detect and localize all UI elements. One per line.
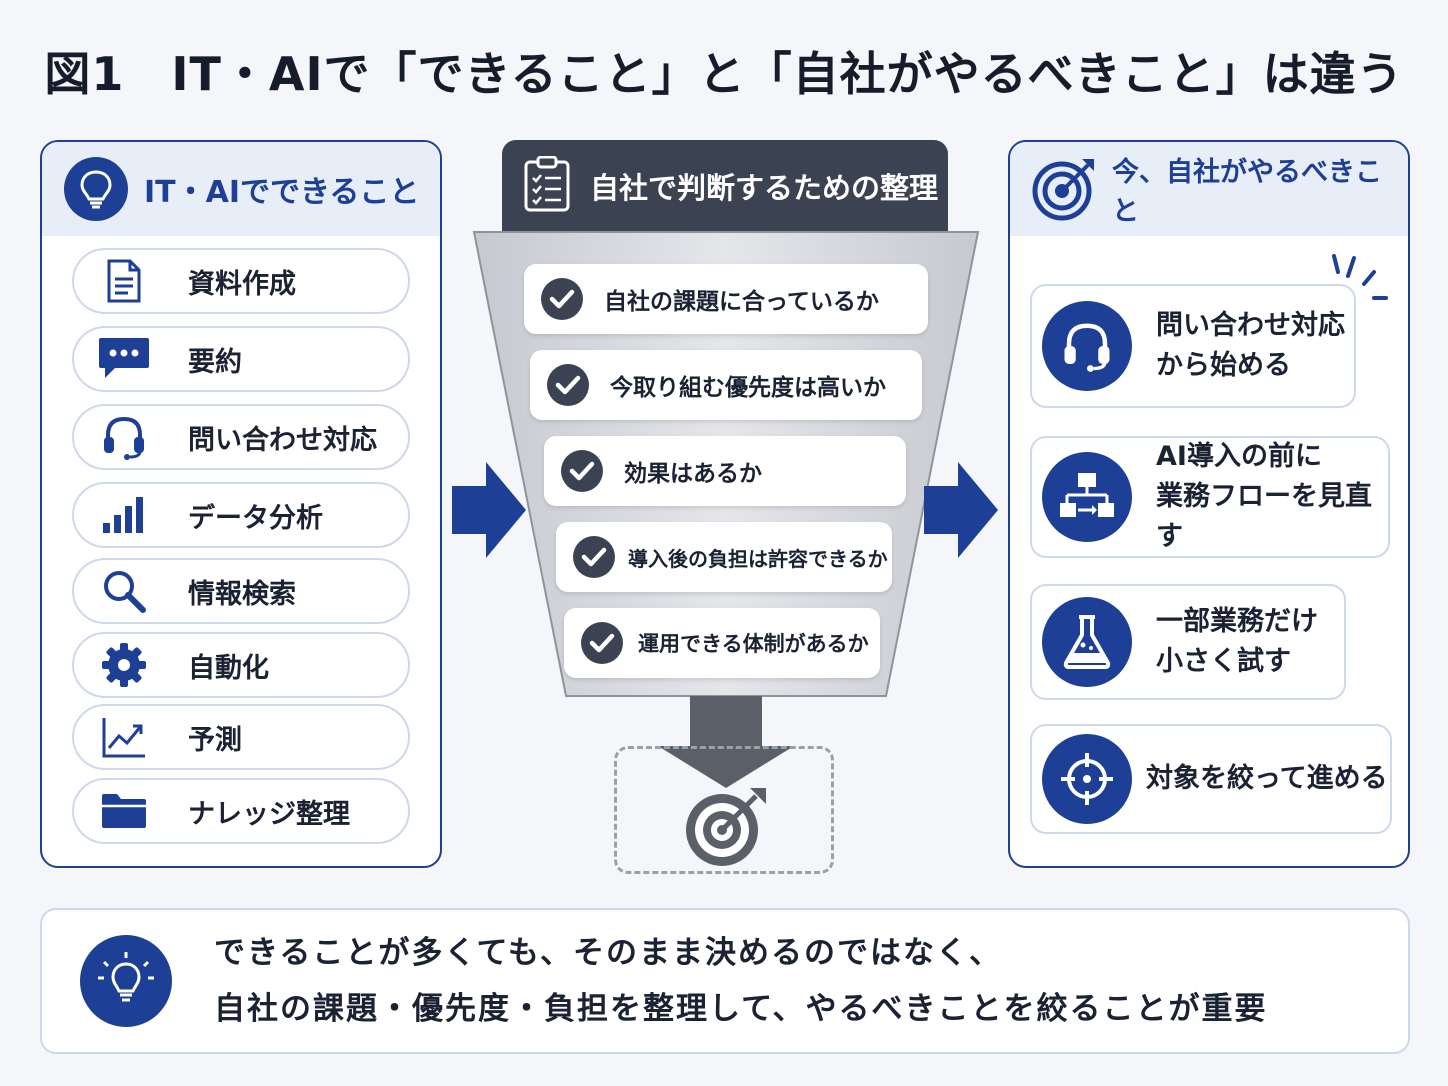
trend-line-icon	[94, 716, 154, 758]
item-label: 自動化	[188, 652, 269, 684]
item-label: 予測	[188, 724, 242, 756]
check-text: 効果はあるか	[624, 461, 762, 487]
item-label: 要約	[188, 346, 242, 378]
action-text: AI導入の前に 業務フローを見直す	[1156, 441, 1372, 552]
action-item: AI導入の前に 業務フローを見直す	[1030, 436, 1390, 558]
check-text: 運用できる体制があるか	[638, 632, 869, 656]
item-label: 問い合わせ対応	[188, 424, 377, 456]
document-icon	[94, 259, 154, 303]
target-icon	[686, 788, 766, 866]
check-circle-icon	[540, 277, 584, 321]
chat-bubble-icon	[94, 336, 154, 382]
action-text: 問い合わせ対応 から始める	[1156, 310, 1345, 381]
list-item: 問い合わせ対応	[72, 404, 410, 470]
summary-text: できることが多くても、そのまま決めるのではなく、 自社の課題・優先度・負担を整理…	[214, 935, 1268, 1027]
right-arrow-icon	[452, 462, 526, 558]
headset-icon	[94, 413, 154, 461]
check-item: 導入後の負担は許容できるか	[556, 522, 892, 592]
search-icon	[94, 568, 154, 614]
headset-icon	[1042, 301, 1132, 391]
check-item: 効果はあるか	[544, 436, 906, 506]
result-target-box	[614, 746, 834, 874]
lightbulb-icon	[80, 935, 172, 1027]
item-label: データ分析	[188, 502, 323, 534]
flowchart-icon	[1042, 452, 1132, 542]
target-arrow-icon	[1032, 157, 1096, 221]
action-text: 一部業務だけ 小さく試す	[1156, 606, 1318, 677]
funnel-title: 自社で判断するための整理	[590, 171, 939, 205]
right-panel-header: 今、自社がやるべきこと	[1010, 142, 1408, 236]
list-item: ナレッジ整理	[72, 778, 410, 844]
list-item: 予測	[72, 704, 410, 770]
action-item: 一部業務だけ 小さく試す	[1030, 584, 1346, 700]
check-item: 自社の課題に合っているか	[524, 264, 928, 334]
right-arrow-icon	[924, 462, 998, 558]
check-circle-icon	[560, 449, 604, 493]
right-panel: 今、自社がやるべきこと 問い合わせ対応 から始める AI導入の前に 業務フローを…	[1008, 140, 1410, 868]
check-text: 導入後の負担は許容できるか	[628, 546, 888, 571]
page-title: 図1 IT・AIで「できること」と「自社がやるべきこと」は違う	[44, 47, 1404, 101]
folder-icon	[94, 792, 154, 830]
gear-icon	[94, 642, 154, 688]
check-item: 運用できる体制があるか	[564, 608, 880, 678]
funnel-header: 自社で判断するための整理	[502, 140, 948, 232]
check-item: 今取り組む優先度は高いか	[530, 350, 922, 420]
list-item: 資料作成	[72, 248, 410, 314]
lightbulb-icon	[64, 157, 128, 221]
item-label: 情報検索	[188, 578, 296, 610]
action-item: 対象を絞って進める	[1030, 724, 1392, 834]
summary-box: できることが多くても、そのまま決めるのではなく、 自社の課題・優先度・負担を整理…	[40, 908, 1410, 1054]
crosshair-icon	[1042, 734, 1132, 824]
bar-chart-icon	[94, 495, 154, 535]
sparkle-lines-icon	[1332, 254, 1388, 300]
list-item: データ分析	[72, 482, 410, 548]
clipboard-checklist-icon	[524, 155, 570, 216]
check-text: 今取り組む優先度は高いか	[610, 375, 886, 401]
check-circle-icon	[546, 363, 590, 407]
check-circle-icon	[572, 535, 616, 579]
list-item: 要約	[72, 326, 410, 392]
left-panel-title: IT・AIでできること	[144, 175, 420, 210]
check-text: 自社の課題に合っているか	[604, 289, 879, 315]
left-panel-header: IT・AIでできること	[42, 142, 440, 236]
list-item: 情報検索	[72, 558, 410, 624]
action-text: 対象を絞って進める	[1146, 763, 1388, 794]
list-item: 自動化	[72, 632, 410, 698]
left-panel: IT・AIでできること 資料作成 要約 問い合わせ対応 データ分析 情報検索 自…	[40, 140, 442, 868]
action-item: 問い合わせ対応 から始める	[1030, 284, 1356, 408]
flask-icon	[1042, 597, 1132, 687]
item-label: ナレッジ整理	[188, 798, 350, 830]
item-label: 資料作成	[188, 268, 296, 300]
check-circle-icon	[580, 621, 624, 665]
right-panel-title: 今、自社がやるべきこと	[1112, 157, 1382, 227]
